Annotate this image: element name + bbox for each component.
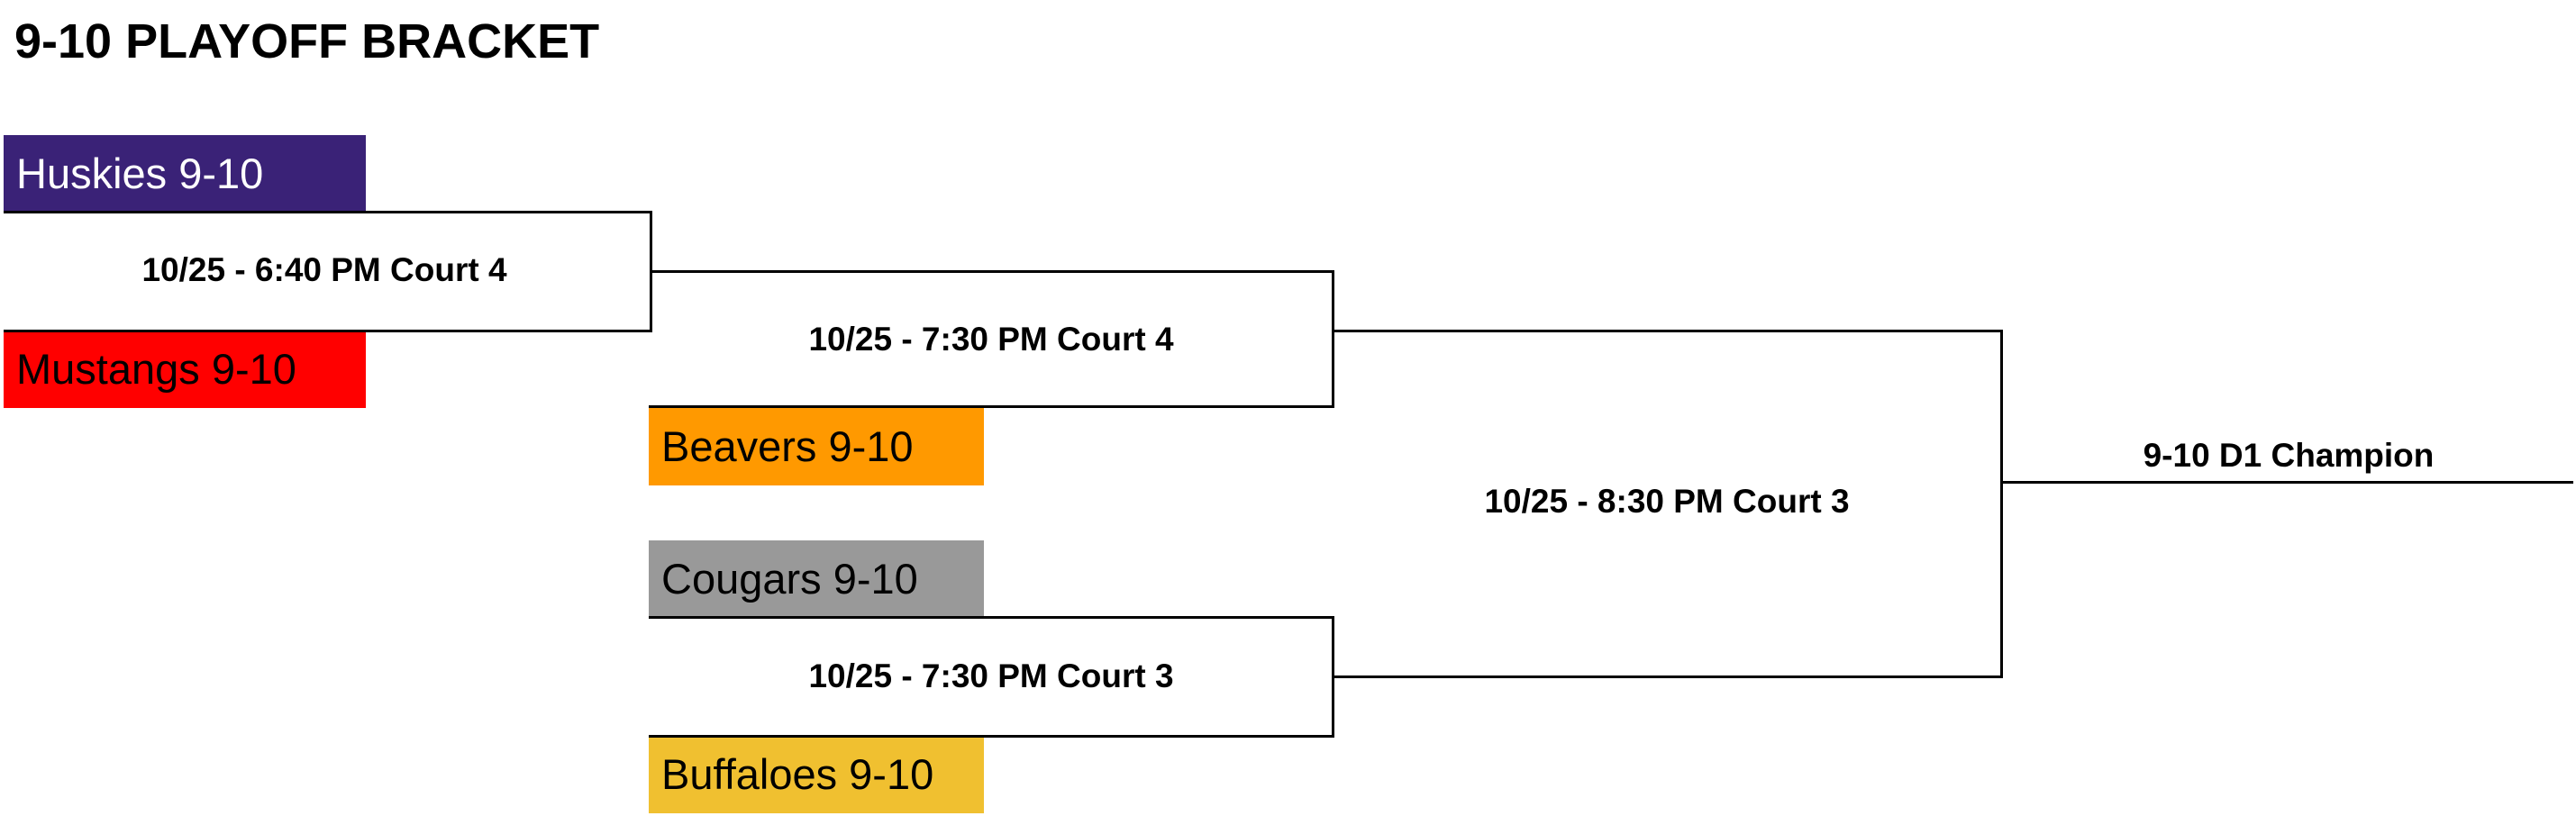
champion-label: 9-10 D1 Champion [2143, 437, 2435, 474]
team-huskies: Huskies 9-10 [4, 135, 366, 213]
bracket-line-final-vertical [2000, 330, 2003, 678]
team-mustangs: Mustangs 9-10 [4, 331, 366, 408]
bracket-line-final-bottom [1332, 675, 2003, 678]
game-label-semi-bottom: 10/25 - 7:30 PM Court 3 [808, 657, 1174, 694]
bracket-line-final-top [1332, 330, 2003, 332]
game-label-semi-top: 10/25 - 7:30 PM Court 4 [808, 321, 1174, 358]
bracket-line-semi-top-bottom [649, 405, 1334, 408]
bracket-line-semi-top-vertical [1332, 270, 1334, 408]
bracket-line-semi-top-top [650, 270, 1334, 273]
bracket-line-champion [2000, 481, 2573, 484]
team-buffaloes: Buffaloes 9-10 [649, 736, 984, 813]
team-beavers: Beavers 9-10 [649, 408, 984, 485]
game-label-round1: 10/25 - 6:40 PM Court 4 [141, 251, 507, 288]
page-title: 9-10 PLAYOFF BRACKET [14, 14, 600, 68]
team-cougars: Cougars 9-10 [649, 540, 984, 618]
game-label-final: 10/25 - 8:30 PM Court 3 [1484, 483, 1850, 520]
bracket-line-round1-bottom [4, 330, 652, 332]
bracket-line-round1-top [4, 211, 652, 213]
bracket-line-semi-bottom-top [649, 616, 1334, 619]
bracket-line-semi-bottom-bottom [649, 735, 1334, 738]
